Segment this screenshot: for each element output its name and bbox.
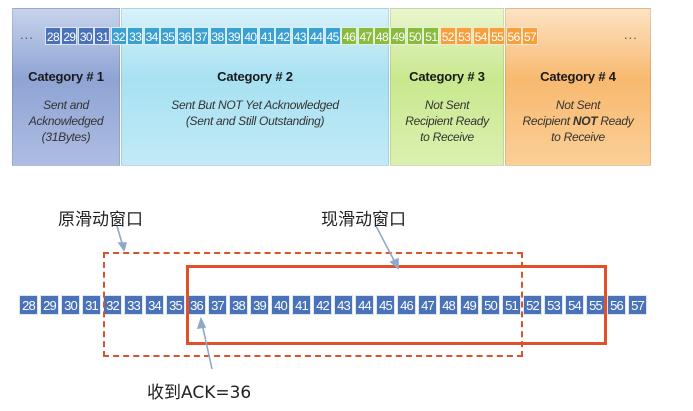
bottom-seq-box: 43 bbox=[334, 295, 353, 315]
category-4-desc-line: to Receive bbox=[551, 130, 605, 144]
top-seq-box: 38 bbox=[209, 27, 226, 45]
top-seq-box: 49 bbox=[390, 27, 407, 45]
bottom-seq-box: 40 bbox=[271, 295, 290, 315]
bottom-seq-box: 31 bbox=[82, 295, 101, 315]
top-seq-box: 43 bbox=[291, 27, 308, 45]
top-left-ellipsis: ... bbox=[20, 27, 34, 42]
category-1-desc: Sent and Acknowledged (31Bytes) bbox=[13, 97, 119, 145]
top-seq-box: 52 bbox=[439, 27, 456, 45]
category-4-desc-line: Not Sent bbox=[555, 98, 601, 112]
bottom-seq-box: 41 bbox=[292, 295, 311, 315]
top-seq-box: 39 bbox=[225, 27, 242, 45]
category-1-title: Category # 1 bbox=[28, 69, 104, 84]
bottom-seq-box: 44 bbox=[355, 295, 374, 315]
category-2-title: Category # 2 bbox=[217, 69, 293, 84]
category-3-desc-line: Recipient Ready bbox=[405, 114, 489, 128]
top-seq-box: 56 bbox=[505, 27, 522, 45]
bottom-seq-box: 48 bbox=[439, 295, 458, 315]
top-seq-box: 57 bbox=[522, 27, 539, 45]
category-2-desc-line: (Sent and Still Outstanding) bbox=[185, 114, 325, 128]
new-window-arrowhead bbox=[389, 257, 399, 270]
bottom-seq-box: 32 bbox=[103, 295, 122, 315]
category-3-desc-line: to Receive bbox=[420, 130, 474, 144]
top-seq-box: 55 bbox=[489, 27, 506, 45]
bottom-seq-box: 42 bbox=[313, 295, 332, 315]
top-seq-box: 28 bbox=[45, 27, 61, 45]
bottom-seq-box: 33 bbox=[124, 295, 143, 315]
ack-label: 收到ACK=36 bbox=[147, 383, 252, 403]
bottom-seq-box: 34 bbox=[145, 295, 164, 315]
top-seq-box: 30 bbox=[77, 27, 94, 45]
top-seq-box: 37 bbox=[193, 27, 210, 45]
top-seq-box: 29 bbox=[61, 27, 78, 45]
bottom-seq-box: 37 bbox=[208, 295, 227, 315]
top-seq-box: 54 bbox=[472, 27, 489, 45]
bottom-seq-box: 57 bbox=[628, 295, 647, 315]
top-seq-box: 40 bbox=[242, 27, 259, 45]
bottom-seq-box: 53 bbox=[544, 295, 563, 315]
bottom-seq-box: 36 bbox=[187, 295, 206, 315]
bottom-seq-box: 55 bbox=[586, 295, 605, 315]
top-seq-box: 35 bbox=[160, 27, 177, 45]
old-window-label: 原滑动窗口 bbox=[58, 210, 143, 230]
top-seq-box: 51 bbox=[423, 27, 440, 45]
bottom-seq-box: 28 bbox=[19, 295, 38, 315]
bottom-seq-box: 56 bbox=[607, 295, 626, 315]
category-4-desc-prefix: Recipient bbox=[522, 114, 573, 128]
category-4-desc-line: Recipient NOT Ready bbox=[506, 113, 650, 129]
category-3-desc-line: Not Sent bbox=[424, 98, 470, 112]
category-4-desc: Not Sent Recipient NOT Ready to Receive bbox=[506, 97, 650, 145]
old-window-box bbox=[103, 252, 523, 357]
bottom-seq-box: 52 bbox=[523, 295, 542, 315]
category-4-desc-suffix: Ready bbox=[597, 114, 634, 128]
top-seq-box: 33 bbox=[127, 27, 144, 45]
bottom-seq-box: 39 bbox=[250, 295, 269, 315]
top-seq-box: 34 bbox=[143, 27, 160, 45]
category-4-title: Category # 4 bbox=[540, 69, 616, 84]
top-seq-box: 46 bbox=[341, 27, 358, 45]
bottom-seq-box: 30 bbox=[61, 295, 80, 315]
bottom-seq-box: 46 bbox=[397, 295, 416, 315]
top-right-ellipsis: ... bbox=[624, 27, 638, 42]
category-3-desc: Not Sent Recipient Ready to Receive bbox=[391, 97, 503, 145]
bottom-seq-box: 50 bbox=[481, 295, 500, 315]
bottom-seq-box: 29 bbox=[40, 295, 59, 315]
old-window-arrowhead bbox=[117, 242, 128, 252]
category-2-desc: Sent But NOT Yet Acknowledged (Sent and … bbox=[122, 97, 388, 129]
category-3-title: Category # 3 bbox=[409, 69, 485, 84]
bottom-seq-box: 45 bbox=[376, 295, 395, 315]
category-2-desc-line: Sent But NOT Yet Acknowledged bbox=[171, 98, 339, 112]
top-seq-box: 50 bbox=[406, 27, 423, 45]
top-seq-box: 45 bbox=[324, 27, 341, 45]
bottom-seq-box: 35 bbox=[166, 295, 185, 315]
top-seq-box: 41 bbox=[258, 27, 275, 45]
bottom-seq-box: 54 bbox=[565, 295, 584, 315]
category-4-desc-bold: NOT bbox=[572, 114, 598, 128]
top-seq-box: 36 bbox=[176, 27, 193, 45]
bottom-seq-box: 49 bbox=[460, 295, 479, 315]
bottom-seq-box: 38 bbox=[229, 295, 248, 315]
top-seq-box: 32 bbox=[110, 27, 127, 45]
category-1-desc-line: (31Bytes) bbox=[41, 130, 91, 144]
top-seq-box: 53 bbox=[456, 27, 473, 45]
top-seq-box: 48 bbox=[374, 27, 390, 45]
bottom-seq-box: 47 bbox=[418, 295, 437, 315]
bottom-seq-box: 51 bbox=[502, 295, 521, 315]
category-1-desc-line: Sent and bbox=[43, 98, 89, 112]
category-1-desc-line: Acknowledged bbox=[28, 114, 104, 128]
top-seq-box: 47 bbox=[357, 27, 374, 45]
top-seq-box: 42 bbox=[275, 27, 292, 45]
new-window-label: 现滑动窗口 bbox=[321, 210, 406, 230]
top-seq-box: 44 bbox=[308, 27, 325, 45]
ack-arrowhead bbox=[196, 316, 207, 329]
top-seq-box: 31 bbox=[94, 27, 111, 45]
